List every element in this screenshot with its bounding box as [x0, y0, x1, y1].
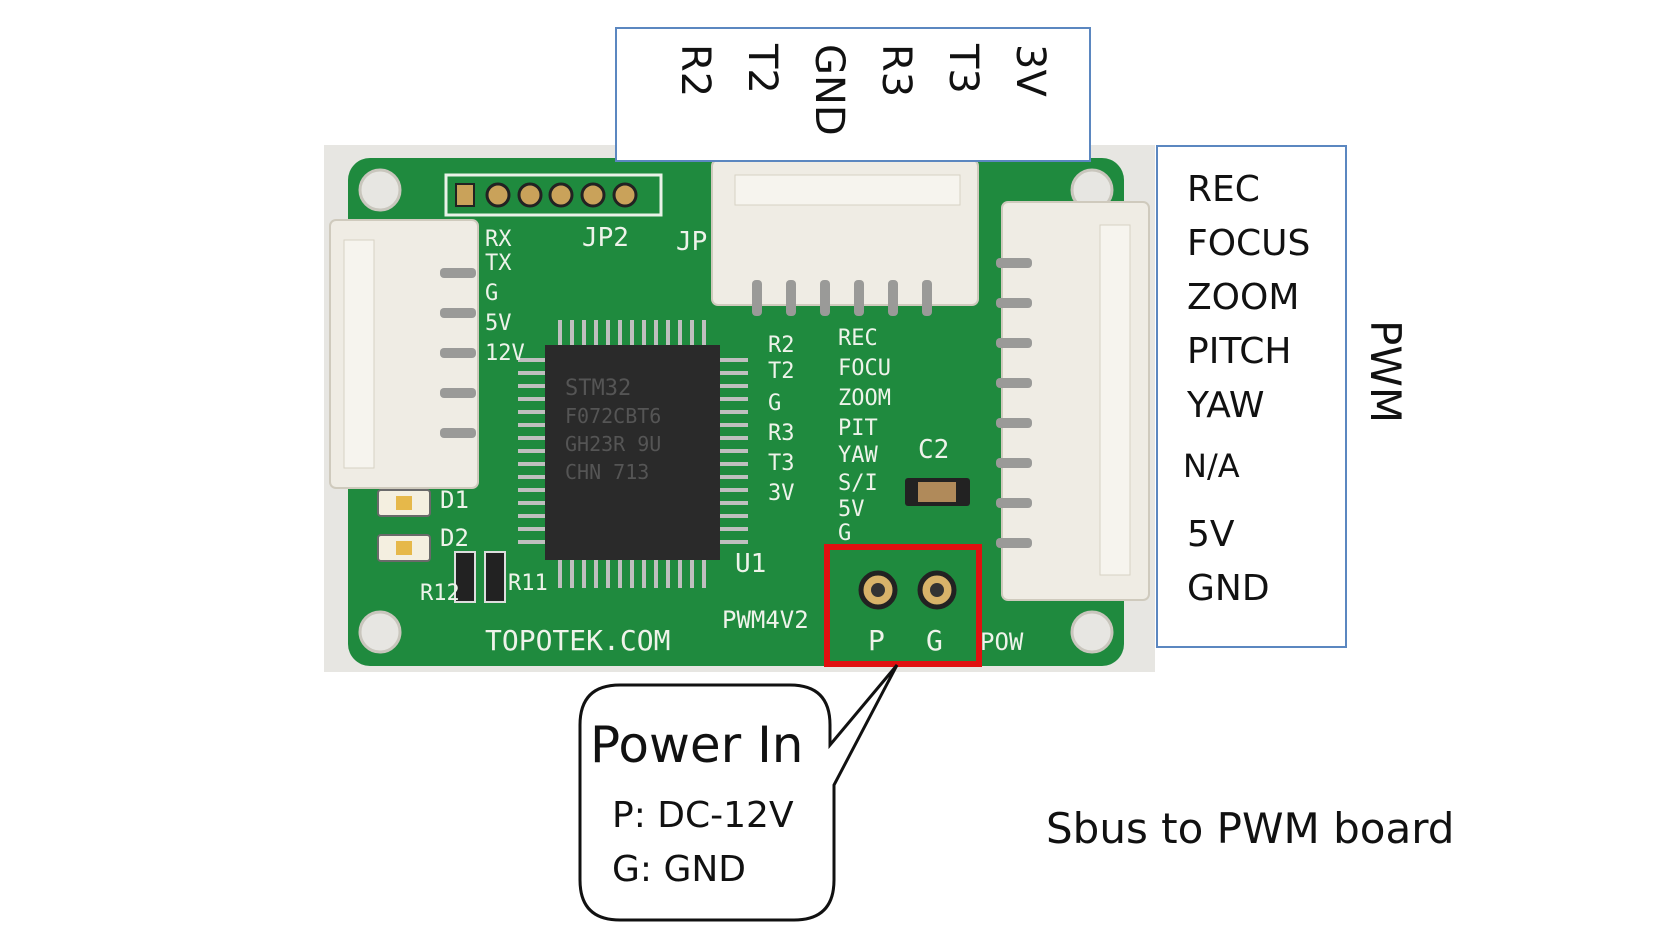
resistor-r11: [484, 551, 506, 603]
pwm-pin-label: N/A: [1183, 447, 1240, 485]
silk-jp2: JP2: [582, 223, 629, 253]
silk-mid2: 5V: [838, 497, 865, 522]
silk-rx: RX: [485, 227, 512, 252]
silk-d2: D2: [440, 524, 469, 552]
pad-hole: [871, 583, 885, 597]
jp2-pin: [580, 182, 606, 208]
pwm-pin-label: ZOOM: [1187, 277, 1300, 318]
pwm-pin-label: 5V: [1187, 514, 1235, 555]
silk-model: PWM4V2: [722, 606, 809, 634]
jp2-pin: [548, 182, 574, 208]
silk-mid1: R2: [768, 333, 795, 358]
top-pin-label: T2: [739, 44, 785, 94]
top-pin-label: R3: [873, 44, 919, 98]
jp2-pin: [455, 183, 475, 207]
mounting-hole: [358, 168, 402, 212]
top-connector-latch: [734, 174, 961, 206]
power-callout-bubble: [578, 664, 899, 922]
silk-pow: POW: [980, 628, 1024, 656]
silk-pad-g: G: [926, 624, 943, 657]
jp2-pin: [517, 182, 543, 208]
top-connector-pins: [752, 280, 932, 316]
jp2-pin: [485, 182, 511, 208]
silk-g: G: [485, 281, 498, 306]
top-pin-label: T3: [940, 44, 986, 94]
silk-tx: TX: [485, 251, 512, 276]
jp2-pin: [612, 182, 638, 208]
top-pin-label: 3V: [1007, 44, 1053, 97]
chip-marking: CHN 713: [565, 460, 649, 484]
pwm-pin-label: YAW: [1187, 385, 1265, 426]
silk-mid2: G: [838, 521, 851, 546]
silk-mid1: T3: [768, 451, 795, 476]
callout-title: Power In: [590, 716, 804, 774]
mcu-chip: [545, 345, 720, 560]
silk-mid1: R3: [768, 421, 795, 446]
pwm-pin-label: PITCH: [1187, 331, 1292, 372]
callout-line-p: P: DC-12V: [612, 795, 794, 836]
pwm-pin-label: REC: [1187, 169, 1260, 210]
silk-r11: R11: [508, 571, 548, 596]
capacitor-body: [918, 482, 956, 502]
silk-brand: TOPOTEK.COM: [485, 624, 670, 657]
silkscreen-text: RX TX G 5V 12V JP2 JP R2 T2 G R3 T3 3V R…: [420, 223, 1024, 657]
silk-mid1: T2: [768, 359, 795, 384]
silk-12v: 12V: [485, 341, 525, 366]
silk-mid2: S/I: [838, 471, 878, 496]
right-connector-latch: [1099, 224, 1131, 576]
power-highlight-box: [824, 544, 982, 667]
pwm-title: PWM: [1361, 320, 1410, 424]
chip-marking: GH23R 9U: [565, 432, 661, 456]
silk-pad-p: P: [868, 624, 885, 657]
pwm-pin-label: GND: [1187, 568, 1270, 609]
mcu-pins: [518, 320, 748, 588]
board-caption: Sbus to PWM board: [1046, 804, 1455, 853]
left-connector-latch: [343, 239, 375, 469]
silk-mid1: 3V: [768, 481, 795, 506]
silk-d1: D1: [440, 486, 469, 514]
chip-marking: F072CBT6: [565, 404, 661, 428]
resistor-r12: [454, 551, 476, 603]
silk-u1: U1: [735, 549, 766, 579]
silk-mid2: YAW: [838, 443, 878, 468]
silk-mid2: FOCU: [838, 356, 891, 381]
silk-r12: R12: [420, 581, 460, 606]
silk-mid2: ZOOM: [838, 386, 891, 411]
right-connector-pins: [996, 258, 1032, 548]
mounting-hole: [358, 610, 402, 654]
top-header-label-box: [615, 27, 1091, 162]
pwm-pin-label: FOCUS: [1187, 223, 1311, 264]
pwm-label-box: [1156, 145, 1347, 648]
silk-mid2: REC: [838, 326, 878, 351]
silk-5v: 5V: [485, 311, 512, 336]
silk-c2: C2: [918, 435, 949, 465]
mounting-hole: [1070, 610, 1114, 654]
top-pin-label: GND: [806, 44, 852, 136]
jp2-outline: [444, 173, 663, 217]
left-connector-pins: [440, 268, 476, 438]
led-die: [396, 496, 412, 510]
silk-mid2: PIT: [838, 416, 878, 441]
chip-marking: STM32: [565, 376, 631, 401]
silk-mid1: G: [768, 391, 781, 416]
pad-hole: [930, 583, 944, 597]
silk-jp: JP: [676, 227, 707, 257]
led-die: [396, 541, 412, 555]
callout-line-g: G: GND: [612, 849, 747, 890]
top-pin-label: R2: [672, 44, 718, 98]
